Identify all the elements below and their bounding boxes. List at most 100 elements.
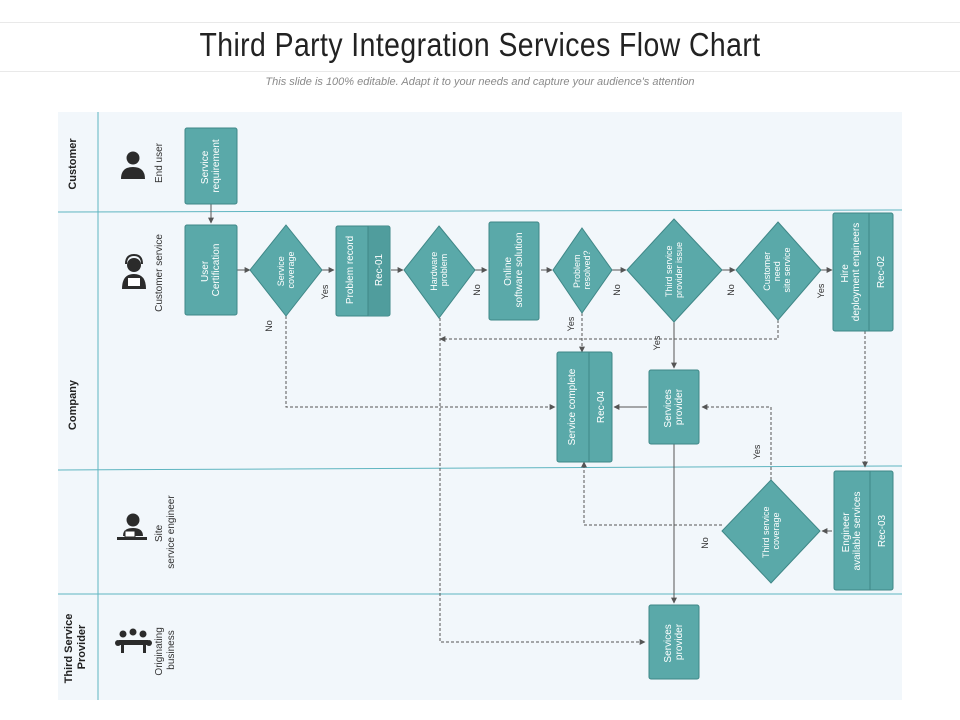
node-shape [335, 225, 391, 317]
connector-third-coverage-no [581, 461, 722, 526]
decision-label: Third service coverage [761, 504, 781, 558]
label-service-coverage-no: No [264, 320, 274, 332]
decision-shape [403, 225, 476, 319]
label-hardware-problem-no: No [472, 284, 482, 296]
user-icon [121, 151, 145, 179]
decision-label-line: Customer [762, 252, 772, 291]
node-shape [184, 224, 238, 316]
node-label: Services provider [663, 621, 685, 662]
role-site-service-engineer: Site service engineer [154, 495, 177, 569]
lane-divider-company-engineer [57, 465, 903, 471]
node-label: Service requirement [200, 139, 222, 193]
decision-label: Service coverage [276, 251, 296, 288]
decision-third-service-coverage: Third service coverage [721, 479, 821, 584]
node-label-line: Online [503, 256, 514, 285]
role-customer-service: Customer service [154, 234, 165, 312]
node-shape [488, 221, 540, 321]
node-shape [833, 470, 894, 591]
lane-title-company: Company [67, 379, 79, 430]
decision-label-line: resolved? [582, 250, 592, 289]
decision-label-line: coverage [286, 251, 296, 288]
connector-hardware-no [439, 318, 646, 645]
role-label-line: service engineer [166, 495, 177, 569]
support-agent-icon [122, 253, 146, 289]
node-shape [832, 212, 894, 332]
decision-problem-resolved: Problem resolved? [552, 227, 613, 314]
node-label-line: Service [200, 150, 211, 184]
node-online-software-solution: Online software solution [488, 221, 540, 321]
connector-labels: Yes No No No Yes No Yes Yes Yes No [264, 283, 826, 549]
node-services-provider-company: Services provider [648, 369, 700, 445]
node-problem-record: Problem record Rec-01 [335, 225, 391, 317]
label-site-service-yes: Yes [816, 283, 826, 298]
node-hire-deployment-engineers: Hire deployment engineers Rec-02 [832, 212, 894, 332]
node-label-line: Certification [211, 244, 222, 297]
decision-label-line: coverage [771, 512, 781, 549]
meeting-group-icon [115, 628, 152, 653]
decision-customer-need-site-service: Customer need site service [735, 221, 822, 321]
decision-label-line: Problem [572, 255, 582, 289]
decision-label-line: provider issue [674, 242, 684, 298]
node-label-line: deployment engineers [851, 223, 862, 321]
decision-third-service-provider-issue: Third service provider issue [626, 218, 723, 323]
node-label: Hire deployment engineers [840, 223, 862, 321]
node-label-line: Services [663, 389, 674, 427]
label-problem-resolved-yes: Yes [566, 316, 576, 331]
node-label-line: Services [663, 624, 674, 662]
node-label: User Certification [200, 244, 222, 297]
engineer-at-desk-icon [117, 513, 147, 540]
decision-label-line: need [772, 261, 782, 281]
node-label-line: provider [674, 388, 685, 425]
node-shape [648, 604, 700, 680]
decision-shape [552, 227, 613, 314]
node-label-line: Engineer [841, 512, 852, 553]
decision-label: Problem resolved? [572, 250, 592, 289]
label-service-coverage-yes: Yes [320, 284, 330, 299]
label-provider-issue-no: No [726, 284, 736, 296]
node-shape [648, 369, 700, 445]
title-bar [0, 22, 960, 72]
lane-title-line: Third Service [63, 614, 75, 684]
decision-hardware-problem: Hardware problem [403, 225, 476, 319]
node-record-id: Rec-01 [374, 253, 385, 286]
node-label: Engineer available services [841, 492, 863, 571]
decision-label-line: site service [782, 247, 792, 292]
label-problem-resolved-no: No [612, 284, 622, 296]
decision-label-line: Third service [761, 507, 771, 559]
lane-dividers [57, 112, 903, 700]
lane-title-third-service-provider: Third Service Provider [63, 611, 88, 684]
connectors [208, 204, 868, 645]
decision-label-line: Service [276, 256, 286, 286]
connector-site-service-yes-return [439, 320, 779, 342]
node-engineer-available-services: Engineer available services Rec-03 [833, 470, 894, 591]
node-label: Online software solution [503, 232, 525, 307]
decision-label: Third service provider issue [664, 242, 684, 298]
role-originating-business: Originating business [154, 624, 177, 675]
node-service-requirement: Service requirement [184, 127, 238, 205]
node-services-provider-third-party: Services provider [648, 604, 700, 680]
connector-coverage-no [285, 316, 556, 410]
lane-divider-customer-company [57, 209, 903, 213]
role-end-user: End user [154, 142, 165, 183]
connector-third-coverage-yes [701, 404, 772, 480]
decision-label-line: problem [439, 254, 449, 287]
role-label-line: Site [154, 524, 165, 542]
node-label-line: requirement [211, 139, 222, 193]
node-label: Service complete [567, 368, 578, 445]
role-label-line: Originating [154, 627, 165, 675]
decision-label: Customer need site service [762, 247, 792, 292]
node-service-complete: Service complete Rec-04 [556, 351, 613, 463]
lane-title-customer: Customer [67, 138, 79, 190]
decision-label: Hardware problem [429, 249, 449, 291]
role-label-line: business [166, 630, 177, 669]
decision-label-line: Hardware [429, 252, 439, 291]
decision-service-coverage: Service coverage [249, 224, 323, 317]
node-shape [556, 351, 613, 463]
decision-shape [735, 221, 822, 321]
decision-shape [626, 218, 723, 323]
lane-title-line: Provider [76, 624, 88, 669]
page-title: Third Party Integration Services Flow Ch… [199, 26, 761, 63]
page-subtitle: This slide is 100% editable. Adapt it to… [265, 76, 695, 88]
decision-shape [249, 224, 323, 317]
